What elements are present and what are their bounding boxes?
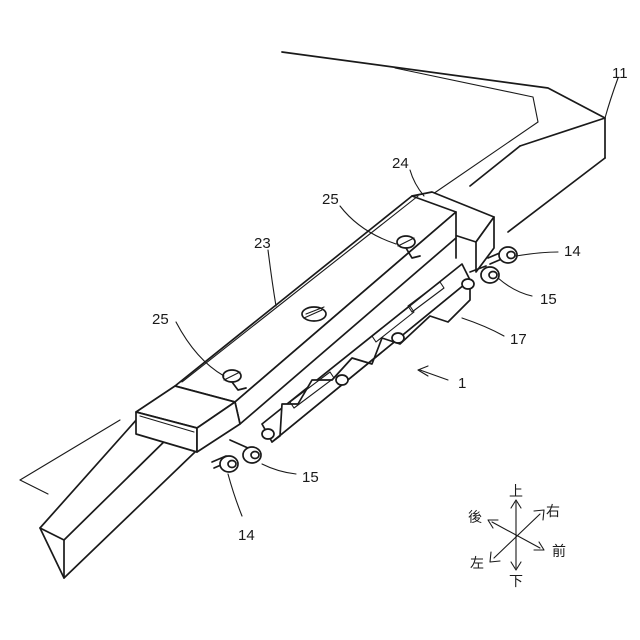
label-15-lower: 15	[302, 469, 319, 486]
label-25-upper: 25	[322, 191, 339, 208]
label-14-lower: 14	[238, 527, 255, 544]
direction-left: 左	[470, 556, 484, 572]
label-17: 17	[510, 331, 527, 348]
label-25-lower: 25	[152, 311, 169, 328]
nut-15-right	[470, 266, 499, 283]
direction-up: 上	[509, 484, 523, 500]
direction-front: 前	[552, 543, 566, 560]
thumb-screw-14-left	[212, 456, 238, 472]
label-15-upper: 15	[540, 291, 557, 308]
label-14-upper: 14	[564, 243, 581, 260]
direction-indicator	[488, 500, 544, 570]
label-23: 23	[254, 235, 271, 252]
direction-down: 下	[509, 574, 523, 590]
direction-right: 右	[546, 504, 560, 520]
label-24: 24	[392, 155, 409, 172]
label-11: 11	[612, 65, 628, 82]
label-1: 1	[458, 375, 466, 392]
direction-back: 後	[468, 510, 482, 526]
